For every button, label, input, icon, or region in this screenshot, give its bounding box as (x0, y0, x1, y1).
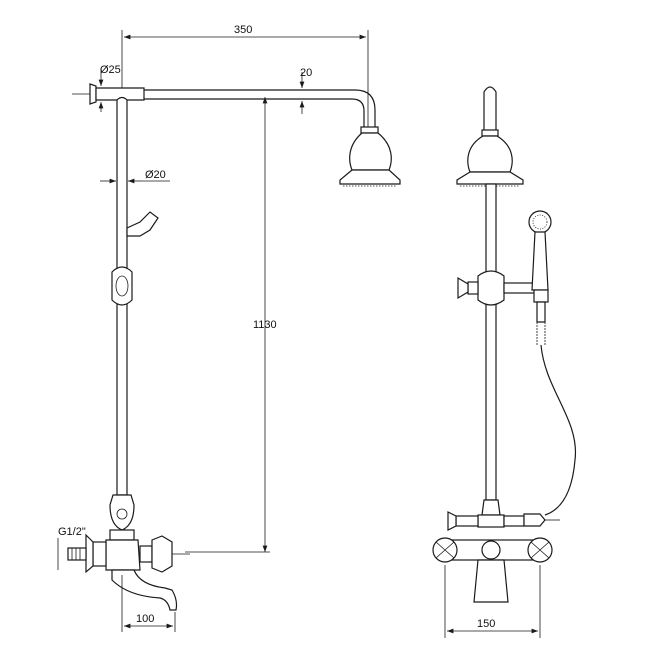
front-view: 150 (432, 86, 577, 638)
dimension-label-350: 350 (234, 24, 252, 36)
bath-mixer-side: G1/2" 100 (57, 494, 190, 632)
front-shower-head (456, 86, 524, 187)
dimension-label-1130: 1130 (253, 319, 277, 331)
dimension-label-150: 150 (477, 618, 495, 630)
dimension-arm-length: 350 (121, 24, 369, 130)
shower-arm: 20 (144, 67, 376, 128)
dimension-label-rod-20: Ø20 (145, 169, 166, 181)
overhead-shower-head (339, 126, 401, 187)
dimension-label-100: 100 (136, 613, 154, 625)
front-slider-and-hand-shower (457, 210, 577, 516)
hand-shower-holder (111, 211, 159, 306)
dimension-label-20: 20 (300, 67, 312, 79)
riser-rod: Ø20 (100, 96, 170, 496)
front-thermostatic-mixer: 150 (432, 499, 560, 638)
front-riser-rod (485, 183, 497, 501)
dimension-label-25: Ø25 (100, 64, 121, 76)
dimension-label-thread: G1/2" (58, 526, 86, 538)
dimension-height: 1130 (185, 97, 277, 553)
side-view: 350 Ø25 20 (57, 24, 401, 632)
wall-bracket: Ø25 (72, 64, 145, 112)
